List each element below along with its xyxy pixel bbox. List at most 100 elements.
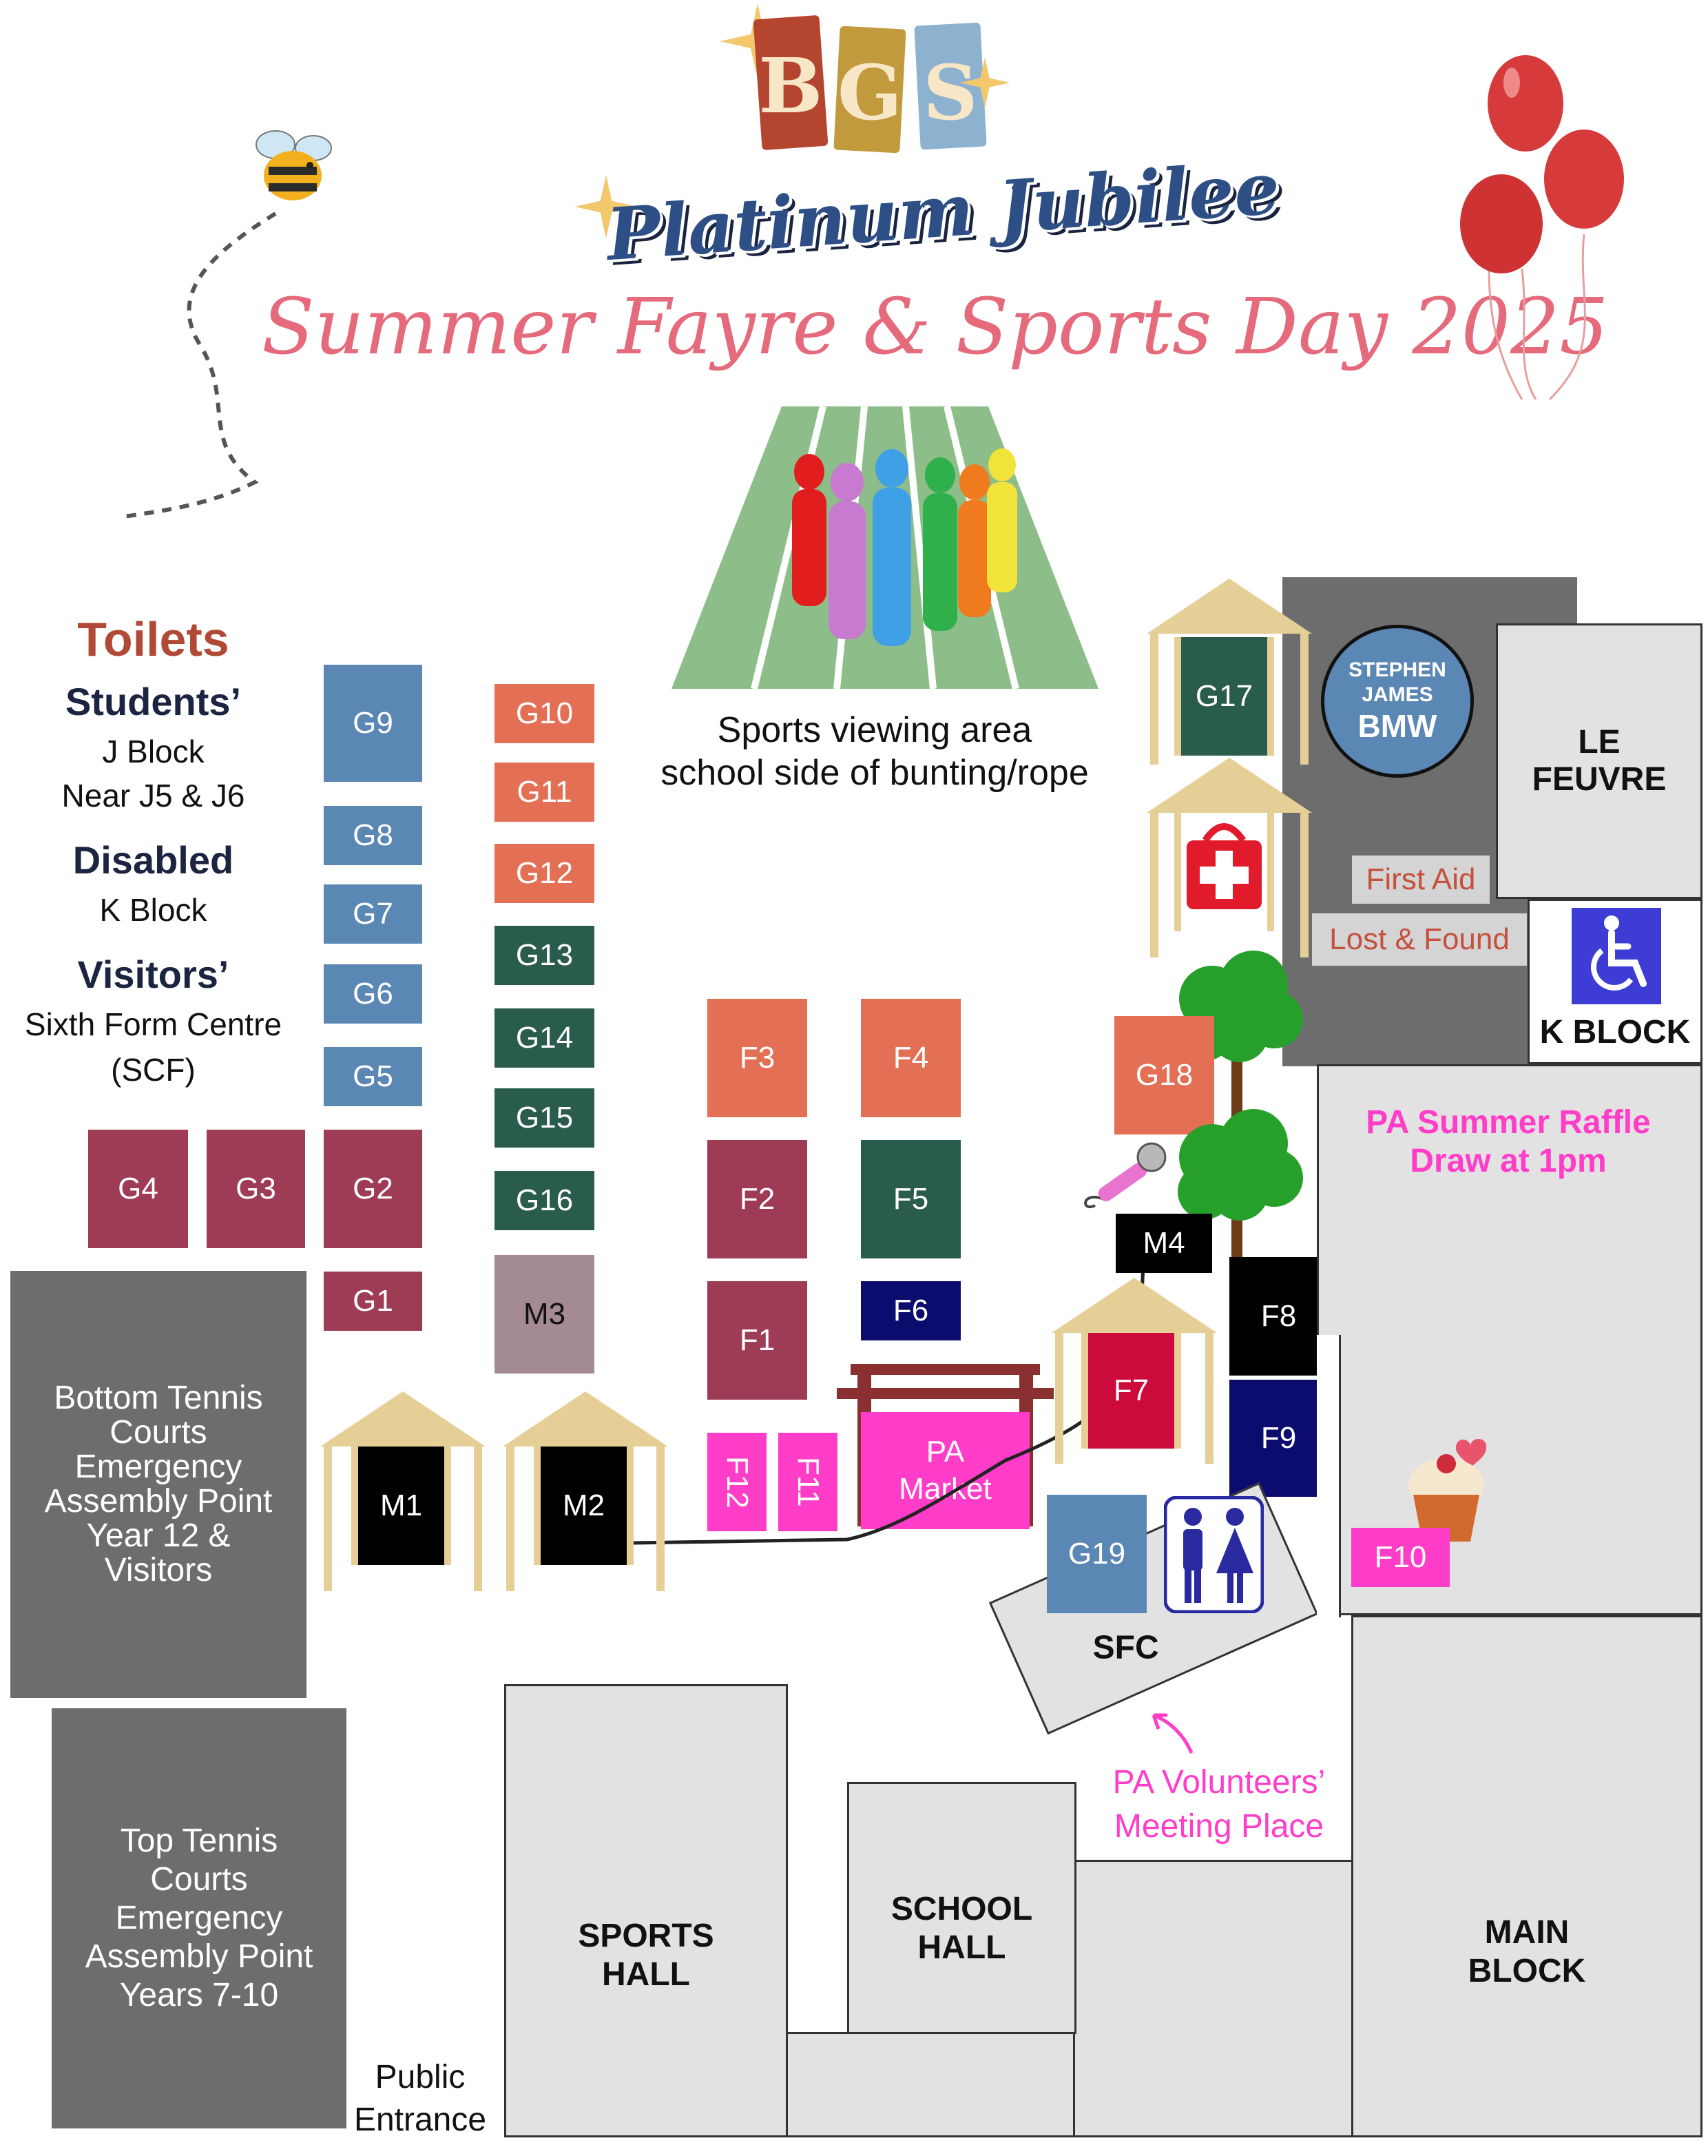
main-block-east-wing-notch (1317, 1335, 1341, 1617)
sports-viewing-line2: school side of bunting/rope (660, 753, 1089, 793)
sparkle-icon (574, 175, 638, 238)
stall-g9[interactable]: G9 (324, 665, 422, 782)
public-entrance-line1: Public (375, 2059, 466, 2095)
gazebo-g17-roof (1147, 579, 1312, 765)
stall-m1[interactable]: M1 (351, 1447, 451, 1565)
volunteers-arrow (1152, 1713, 1194, 1754)
event-title: Summer Fayre & Sports Day 2025 (262, 282, 1609, 372)
visitors-toilets-label: Visitors’ (77, 953, 229, 996)
stall-g3[interactable]: G3 (207, 1130, 305, 1248)
visitors-toilets-line2: (SCF) (111, 1052, 196, 1088)
le-feuvre-building: LE FEUVRE (1496, 623, 1702, 899)
stall-f4[interactable]: F4 (861, 999, 961, 1117)
balloons-icon (1460, 55, 1624, 400)
stall-g16[interactable]: G16 (494, 1171, 594, 1230)
first-aid-icon (1187, 823, 1262, 909)
stall-g18[interactable]: G18 (1114, 1016, 1214, 1134)
sports-hall-annex (786, 2032, 1075, 2137)
stall-m2[interactable]: M2 (534, 1447, 634, 1565)
sports-hall-building: SPORTS HALL (504, 1684, 788, 2137)
stall-g7[interactable]: G7 (324, 884, 422, 944)
stall-g19[interactable]: G19 (1047, 1495, 1147, 1613)
sparkle-icon (959, 57, 1010, 108)
sports-hall-line1: SPORTS (578, 1918, 714, 1954)
school-hall-line1: SCHOOL (891, 1891, 1033, 1927)
stall-m3[interactable]: M3 (494, 1255, 594, 1374)
stall-g11[interactable]: G11 (494, 763, 594, 822)
gazebo-f7-roof (1052, 1278, 1217, 1464)
stall-f1[interactable]: F1 (707, 1281, 807, 1400)
gazebo-m1-roof (320, 1391, 486, 1591)
logo-letter-b: B (758, 41, 823, 130)
lost-found-label: Lost & Found (1312, 913, 1527, 966)
top-tennis-courts: Top Tennis Courts Emergency Assembly Poi… (52, 1708, 346, 2128)
volunteers-line1: PA Volunteers’ (1112, 1764, 1326, 1801)
stall-f2[interactable]: F2 (707, 1140, 807, 1258)
toilet-icon (1164, 1496, 1264, 1613)
wheelchair-icon (1572, 908, 1661, 1004)
raffle-line1: PA Summer Raffle (1366, 1104, 1651, 1141)
stall-g1[interactable]: G1 (324, 1272, 422, 1331)
stall-g8[interactable]: G8 (324, 806, 422, 865)
school-hall-building: SCHOOL HALL (847, 1782, 1076, 2034)
stall-f6[interactable]: F6 (861, 1281, 961, 1340)
stall-g14[interactable]: G14 (494, 1008, 594, 1068)
disabled-toilets-line1: K Block (99, 892, 207, 928)
le-feuvre-line2: FEUVRE (1532, 761, 1667, 798)
main-block-line2: BLOCK (1468, 1953, 1586, 1989)
volunteers-line2: Meeting Place (1114, 1808, 1324, 1845)
main-block-building: MAIN BLOCK (1351, 1615, 1702, 2137)
gazebo-first-aid-roof (1147, 758, 1312, 957)
public-entrance-line2: Entrance (353, 2102, 487, 2138)
stall-g5[interactable]: G5 (324, 1047, 422, 1106)
le-feuvre-line1: LE (1578, 724, 1621, 760)
stall-f7[interactable]: F7 (1081, 1333, 1181, 1449)
visitors-toilets-line1: Sixth Form Centre (24, 1006, 282, 1042)
main-block-east-wing (1317, 1064, 1702, 1615)
bgs-logo: B G S (753, 14, 987, 154)
platinum-jubilee-wordmark: Platinum Jubilee (603, 145, 1282, 278)
stall-g13[interactable]: G13 (494, 926, 594, 985)
stall-g17[interactable]: G17 (1174, 637, 1274, 756)
stall-g10[interactable]: G10 (494, 684, 594, 743)
disabled-toilets-label: Disabled (72, 838, 234, 882)
stall-f9[interactable]: F9 (1229, 1380, 1328, 1497)
stall-g6[interactable]: G6 (324, 964, 422, 1024)
logo-letter-g: G (837, 48, 902, 137)
sports-hall-line2: HALL (602, 1956, 690, 1993)
sponsor-line3: BMW (1357, 708, 1437, 744)
students-toilets-label: Students’ (65, 680, 242, 723)
stall-f10[interactable]: F10 (1351, 1528, 1450, 1587)
stall-f8[interactable]: F8 (1229, 1257, 1328, 1376)
students-toilets-line2: Near J5 & J6 (61, 778, 245, 813)
sponsor-line1: STEPHEN (1348, 659, 1446, 681)
first-aid-label: First Aid (1352, 856, 1490, 904)
sponsor-badge: STEPHEN JAMES BMW (1321, 625, 1474, 778)
pa-market[interactable]: PA Market (861, 1412, 1030, 1529)
bee-icon (256, 130, 332, 200)
stall-m4[interactable]: M4 (1116, 1214, 1212, 1273)
stall-f12[interactable]: F12 (707, 1433, 767, 1531)
pa-market-line1: PA (926, 1435, 965, 1469)
bee-trail (123, 211, 277, 519)
first-aid-tent[interactable] (1174, 813, 1274, 931)
sfc-label: SFC (1092, 1628, 1159, 1666)
stall-f11[interactable]: F11 (778, 1433, 837, 1531)
stall-g2[interactable]: G2 (324, 1130, 422, 1248)
gazebo-m2-roof (503, 1391, 668, 1591)
stall-g4[interactable]: G4 (88, 1130, 188, 1248)
cupcake-icon (1408, 1438, 1487, 1542)
stall-g15[interactable]: G15 (494, 1088, 594, 1148)
microphone-icon (1084, 1142, 1167, 1208)
students-toilets-line1: J Block (102, 734, 205, 769)
main-block-line1: MAIN (1484, 1914, 1570, 1951)
tree-icon (1178, 1109, 1303, 1274)
k-block-label: K BLOCK (1539, 1014, 1691, 1050)
stall-f5[interactable]: F5 (861, 1140, 961, 1258)
toilets-heading: Toilets (77, 612, 229, 666)
bottom-tennis-courts: Bottom Tennis Courts Emergency Assembly … (10, 1271, 306, 1698)
sports-viewing-line1: Sports viewing area (717, 710, 1032, 750)
stall-f3[interactable]: F3 (707, 999, 807, 1117)
school-hall-line2: HALL (917, 1929, 1006, 1966)
stall-g12[interactable]: G12 (494, 844, 594, 903)
